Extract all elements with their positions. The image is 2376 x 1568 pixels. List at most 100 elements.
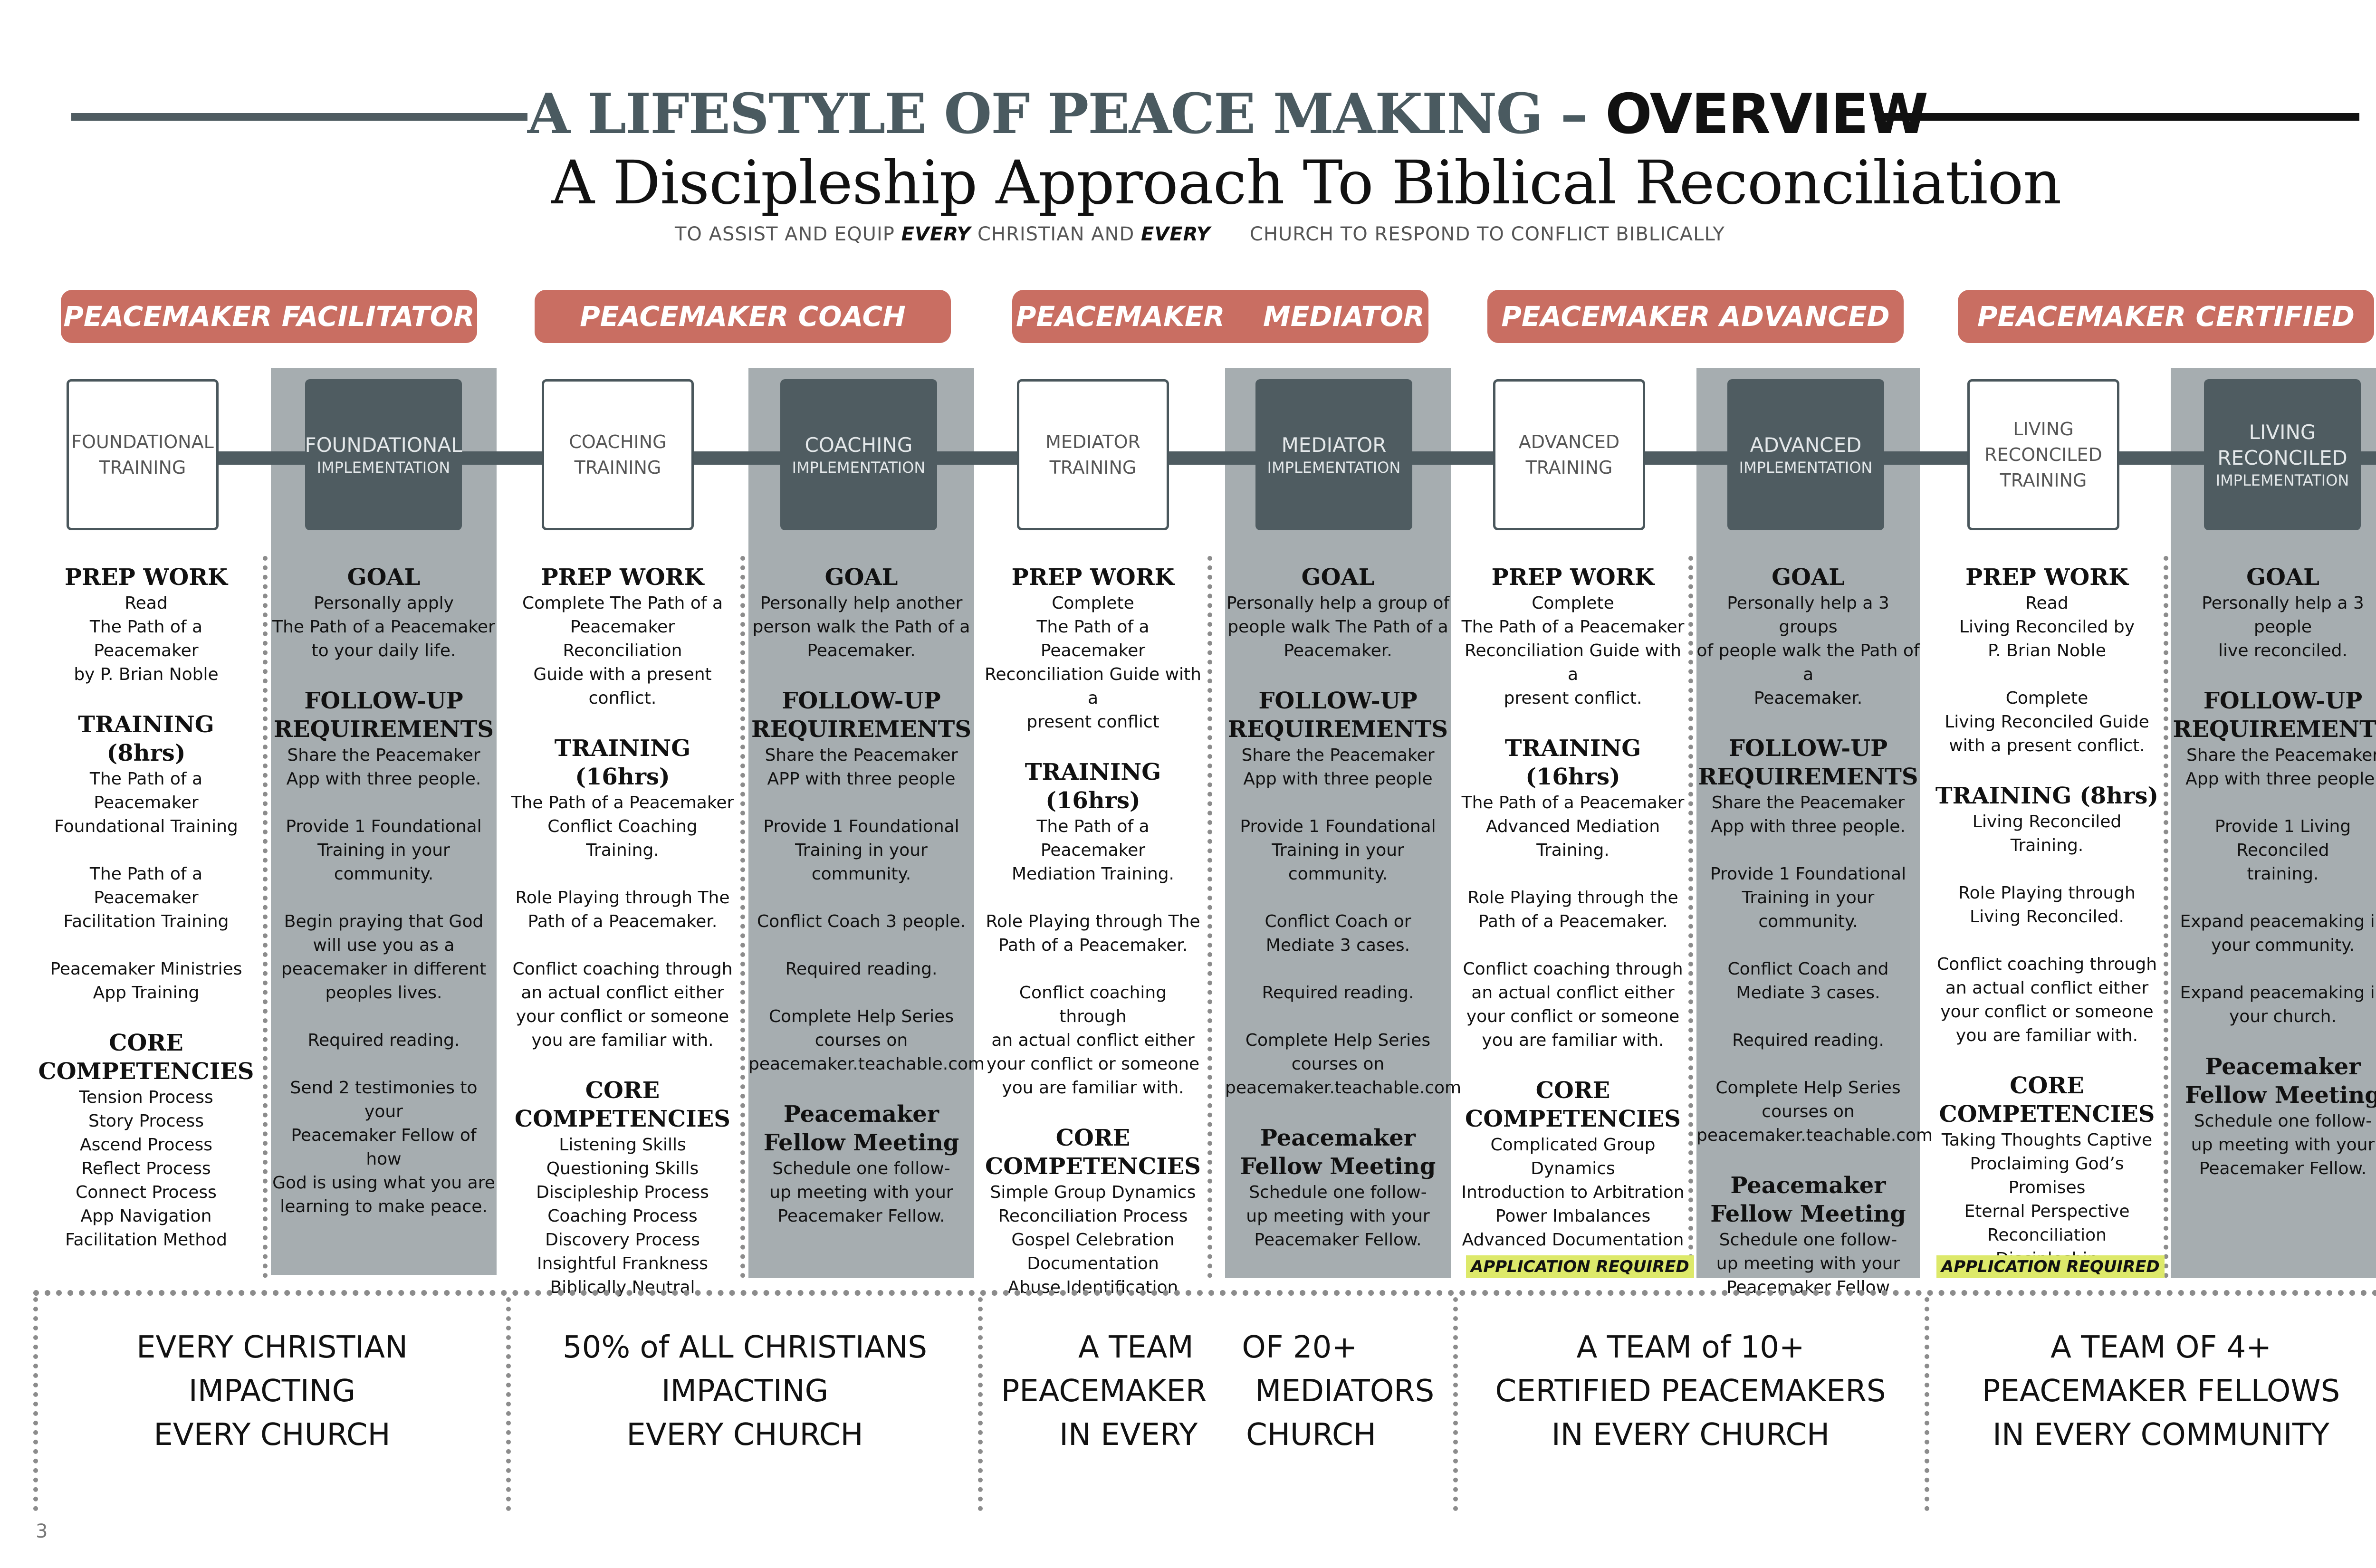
stage-label: FOUNDATIONAL TRAINING bbox=[71, 431, 214, 478]
section-text: Listening Skills Questioning Skills Disc… bbox=[536, 1135, 709, 1297]
section-heading: GOAL bbox=[2246, 564, 2319, 591]
section-heading: GOAL bbox=[824, 564, 898, 591]
spacer bbox=[748, 663, 974, 687]
spacer bbox=[1225, 1100, 1451, 1124]
section-heading: GOAL bbox=[1772, 564, 1845, 591]
section-heading: Peacemaker Fellow Meeting bbox=[1240, 1125, 1436, 1180]
detail-column-8: GOAL Personally help a 3 groups of peopl… bbox=[1696, 563, 1933, 1300]
outcome-separator bbox=[1453, 1297, 1458, 1511]
stage-sublabel: IMPLEMENTATION bbox=[316, 459, 450, 477]
outcomes-divider bbox=[33, 1290, 2376, 1296]
stage-label: ADVANCED TRAINING bbox=[1518, 431, 1620, 478]
dotted-divider bbox=[1688, 556, 1693, 1278]
spacer bbox=[36, 1005, 257, 1029]
spacer bbox=[511, 1052, 734, 1076]
section-text: Complete The Path of a Peacemaker Reconc… bbox=[985, 593, 1201, 732]
section-heading: TRAINING (8hrs) bbox=[1935, 783, 2159, 809]
section-text: Simple Group Dynamics Reconciliation Pro… bbox=[990, 1183, 1196, 1297]
section-heading: PREP WORK bbox=[1491, 564, 1655, 591]
page-subtitle: A Discipleship Approach To Biblical Reco… bbox=[551, 148, 2061, 218]
stage-label: MEDIATOR bbox=[1281, 433, 1387, 457]
spacer bbox=[1461, 710, 1685, 734]
section-text: Personally help a group of people walk T… bbox=[1226, 593, 1450, 660]
spacer bbox=[1696, 1147, 1920, 1171]
detail-column-3: PREP WORK Complete The Path of a Peacema… bbox=[511, 563, 734, 1300]
title-dash: – bbox=[1542, 82, 1606, 146]
outcome-certified: A TEAM OF 4+ PEACEMAKER FELLOWS IN EVERY… bbox=[1982, 1330, 2340, 1453]
outcome-mediator: A TEAM OF 20+ PEACEMAKER MEDIATORS IN EV… bbox=[1001, 1330, 1435, 1453]
stage-label: MEDIATOR TRAINING bbox=[1045, 431, 1140, 478]
stage-label: COACHING bbox=[805, 433, 913, 457]
section-heading: Peacemaker Fellow Meeting bbox=[2185, 1053, 2376, 1109]
section-text: Schedule one follow- up meeting with you… bbox=[1246, 1183, 1430, 1250]
level-mediator: PEACEMAKER MEDIATOR bbox=[1012, 290, 1428, 343]
stage-sublabel: IMPLEMENTATION bbox=[792, 459, 926, 477]
section-heading: FOLLOW-UP REQUIREMENTS bbox=[273, 688, 494, 743]
outcome-separator bbox=[506, 1297, 511, 1511]
section-text: The Path of a Peacemaker Foundational Tr… bbox=[50, 769, 242, 1003]
level-coach: PEACEMAKER COACH bbox=[535, 290, 951, 343]
spacer bbox=[1225, 663, 1451, 687]
tagline-every-2: EVERY bbox=[1141, 223, 1211, 245]
section-heading: CORE COMPETENCIES bbox=[1939, 1072, 2155, 1128]
tagline-post: CHURCH TO RESPOND TO CONFLICT BIBLICALLY bbox=[1210, 223, 1725, 245]
detail-column-4: GOAL Personally help another person walk… bbox=[748, 563, 985, 1228]
section-heading: Peacemaker Fellow Meeting bbox=[763, 1101, 959, 1156]
section-text: Read Living Reconciled by P. Brian Noble… bbox=[1945, 593, 2149, 755]
spacer bbox=[271, 663, 497, 687]
stage-sublabel: IMPLEMENTATION bbox=[1739, 459, 1873, 477]
spacer bbox=[1461, 1052, 1685, 1076]
tagline-mid: CHRISTIAN AND bbox=[971, 223, 1141, 245]
application-required-badge: APPLICATION REQUIRED bbox=[1466, 1255, 1694, 1278]
detail-column-2: GOAL Personally apply The Path of a Peac… bbox=[271, 563, 497, 1219]
section-heading: TRAINING (16hrs) bbox=[554, 735, 691, 790]
section-heading: TRAINING (8hrs) bbox=[78, 711, 214, 766]
detail-column-9: PREP WORK Read Living Reconciled by P. B… bbox=[1934, 563, 2160, 1271]
section-heading: FOLLOW-UP REQUIREMENTS bbox=[1698, 735, 1918, 790]
tagline: TO ASSIST AND EQUIP EVERY CHRISTIAN AND … bbox=[675, 223, 1725, 245]
section-text: The Path of a Peacemaker Conflict Coachi… bbox=[511, 793, 734, 1050]
section-heading: FOLLOW-UP REQUIREMENTS bbox=[1227, 688, 1448, 743]
section-text: Complicated Group Dynamics Introduction … bbox=[1461, 1135, 1685, 1250]
spacer bbox=[36, 687, 257, 710]
stage-advanced-training: ADVANCED TRAINING bbox=[1493, 379, 1645, 530]
detail-column-1: PREP WORK Read The Path of a Peacemaker … bbox=[36, 563, 257, 1252]
detail-column-6: GOAL Personally help a group of people w… bbox=[1225, 563, 1461, 1252]
section-text: Schedule one follow- up meeting with you… bbox=[769, 1159, 953, 1226]
section-heading: CORE COMPETENCIES bbox=[38, 1030, 254, 1085]
stage-mediator-training: MEDIATOR TRAINING bbox=[1017, 379, 1169, 530]
stage-living-reconciled-training: LIVING RECONCILED TRAINING bbox=[1967, 379, 2119, 530]
section-heading: CORE COMPETENCIES bbox=[515, 1077, 730, 1132]
section-text: Complete The Path of a Peacemaker Reconc… bbox=[1461, 593, 1685, 708]
dotted-divider bbox=[2164, 556, 2168, 1278]
outcome-separator bbox=[1925, 1297, 1929, 1511]
section-heading: TRAINING (16hrs) bbox=[1504, 735, 1641, 790]
page-title: A LIFESTYLE OF PEACE MAKING – OVERVIEW bbox=[527, 81, 1928, 148]
outcome-separator bbox=[978, 1297, 983, 1511]
outcome-coach: 50% of ALL CHRISTIANS IMPACTING EVERY CH… bbox=[562, 1330, 928, 1453]
spacer bbox=[2171, 1029, 2376, 1052]
stage-coaching-training: COACHING TRAINING bbox=[542, 379, 694, 530]
spacer bbox=[1696, 710, 1920, 734]
stage-label: COACHING TRAINING bbox=[569, 431, 667, 478]
stage-sublabel: IMPLEMENTATION bbox=[1267, 459, 1401, 477]
spacer bbox=[748, 1076, 974, 1100]
spacer bbox=[2171, 663, 2376, 687]
section-text: Share the Peacemaker App with three peop… bbox=[272, 746, 495, 1216]
section-text: The Path of a Peacemaker Advanced Mediat… bbox=[1461, 793, 1685, 1050]
level-certified: PEACEMAKER CERTIFIED bbox=[1958, 290, 2374, 343]
stage-label: ADVANCED bbox=[1750, 433, 1862, 457]
outcome-separator bbox=[33, 1297, 38, 1511]
section-text: Share the Peacemaker App with three peop… bbox=[2180, 746, 2376, 1026]
section-text: Personally help a 3 groups of people wal… bbox=[1696, 593, 1920, 708]
section-text: Schedule one follow- up meeting with you… bbox=[1716, 1230, 1900, 1297]
level-advanced: PEACEMAKER ADVANCED bbox=[1487, 290, 1904, 343]
level-facilitator: PEACEMAKER FACILITATOR bbox=[61, 290, 477, 343]
section-heading: CORE COMPETENCIES bbox=[1465, 1077, 1681, 1132]
section-heading: PREP WORK bbox=[1965, 564, 2128, 591]
title-main: A LIFESTYLE OF PEACE MAKING bbox=[527, 82, 1543, 146]
detail-column-5: PREP WORK Complete The Path of a Peacema… bbox=[984, 563, 1202, 1300]
section-text: Read The Path of a Peacemaker by P. Bria… bbox=[74, 593, 219, 684]
